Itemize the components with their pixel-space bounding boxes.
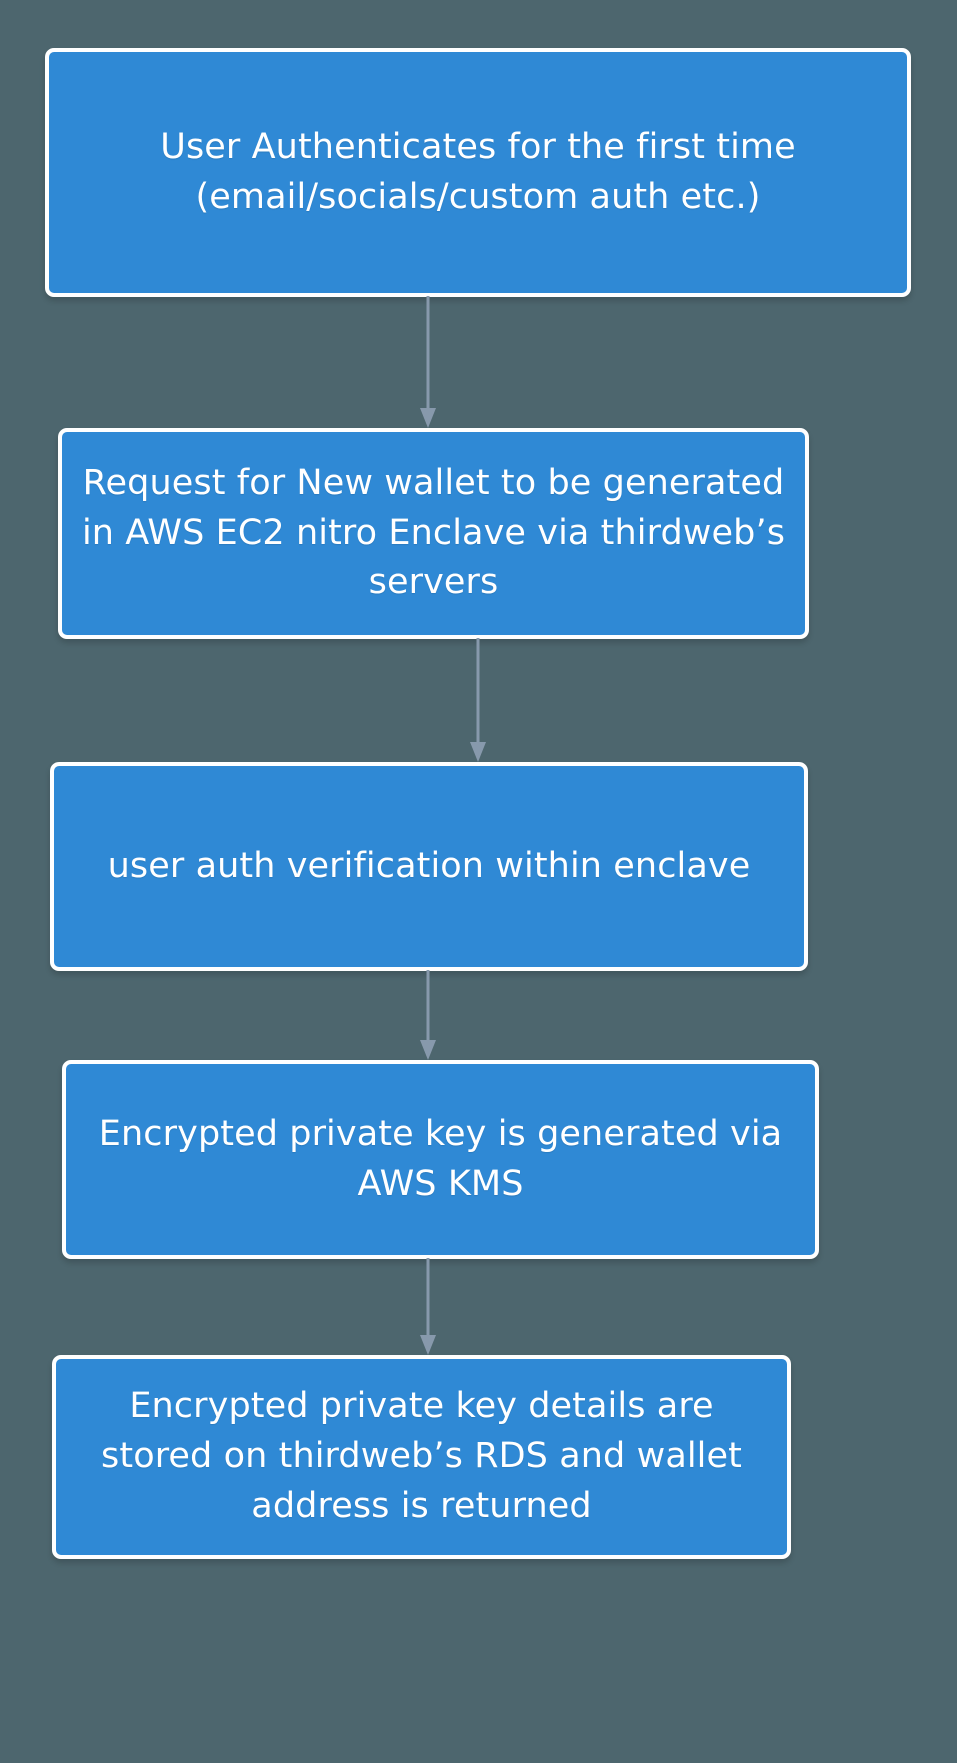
flow-node-label: User Authenticates for the first time (e… [160,126,796,217]
arrow-down-icon [420,1258,436,1355]
flow-node-label: Encrypted private key is generated via A… [98,1113,783,1204]
flow-node-label: Encrypted private key details are stored… [101,1386,742,1526]
arrow-down-icon [420,296,436,428]
arrow-down-icon [470,638,486,762]
flow-node-label: user auth verification within enclave [107,845,751,886]
flow-connector-arrow-2 [450,638,510,764]
arrow-down-icon [420,970,436,1060]
flow-node-encrypted-private-key-generated[interactable]: Encrypted private key is generated via A… [62,1060,819,1259]
flow-connector-arrow-3 [398,970,458,1062]
flow-node-key-details-stored[interactable]: Encrypted private key details are stored… [52,1355,791,1559]
flow-connector-arrow-4 [398,1258,458,1357]
flow-node-request-new-wallet[interactable]: Request for New wallet to be generated i… [58,428,809,639]
flow-node-label: Request for New wallet to be generated i… [81,462,786,603]
flow-node-user-auth-verification[interactable]: user auth verification within enclave [50,762,808,971]
flow-connector-arrow-1 [398,296,458,430]
flow-node-user-authenticates[interactable]: User Authenticates for the first time (e… [45,48,911,297]
